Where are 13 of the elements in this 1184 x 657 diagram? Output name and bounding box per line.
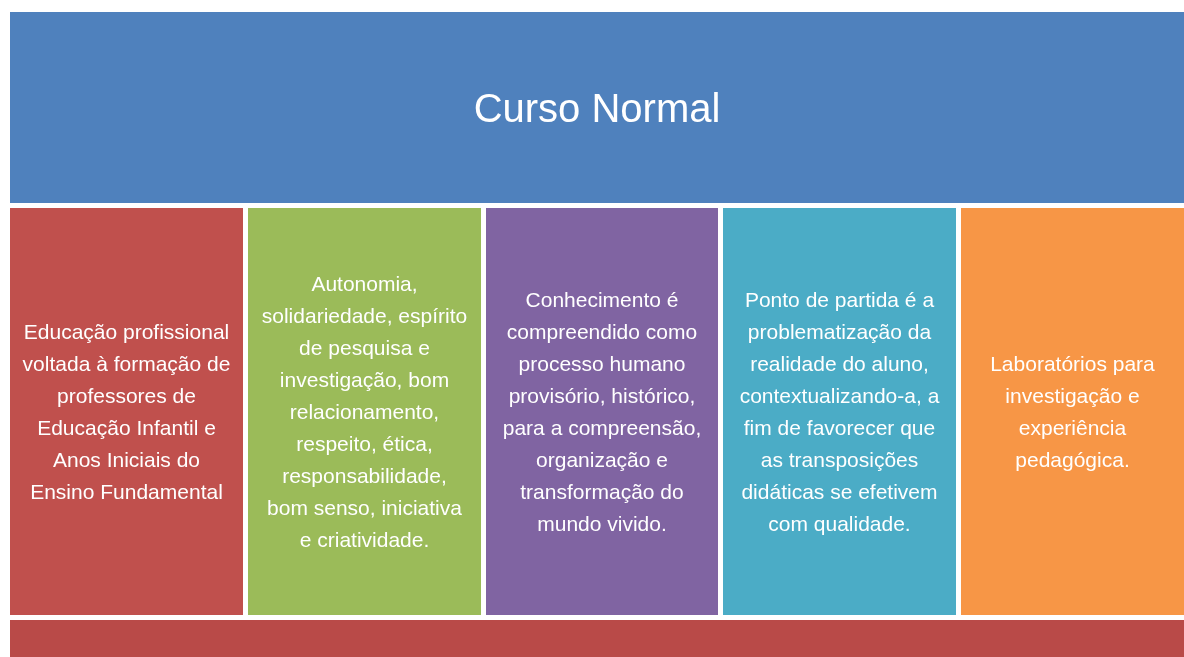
content-column: [10, 208, 243, 615]
title-text: Curso Normal: [472, 84, 722, 132]
content-column: [486, 208, 718, 615]
content-column: [248, 208, 481, 615]
column-text: Autonomia, solidariedade, espírito de pesquisa e investigação, bom relacionamento, respeito, ética, responsabilidade, bom senso, iniciativa e criatividade.: [260, 270, 469, 553]
title-banner: [10, 12, 1184, 203]
column-text: Ponto de partida é a problematização da realidade do aluno, contextualizando-a, a fim de favorecer que as transposições didáticas se efetivem com qualidade.: [738, 286, 941, 537]
column-text: Conhecimento é compreendido como processo humano provisório, histórico, para a compreensão, organização e transformação do mundo vivido.: [501, 286, 703, 537]
footer-bar: [10, 620, 1184, 657]
content-column: [723, 208, 956, 615]
column-text: Laboratórios para investigação e experiência pedagógica.: [989, 350, 1156, 473]
content-column: [961, 208, 1184, 615]
column-text: Educação profissional voltada à formação de professores de Educação Infantil e Anos Iniciais do Ensino Fundamental: [21, 318, 232, 505]
